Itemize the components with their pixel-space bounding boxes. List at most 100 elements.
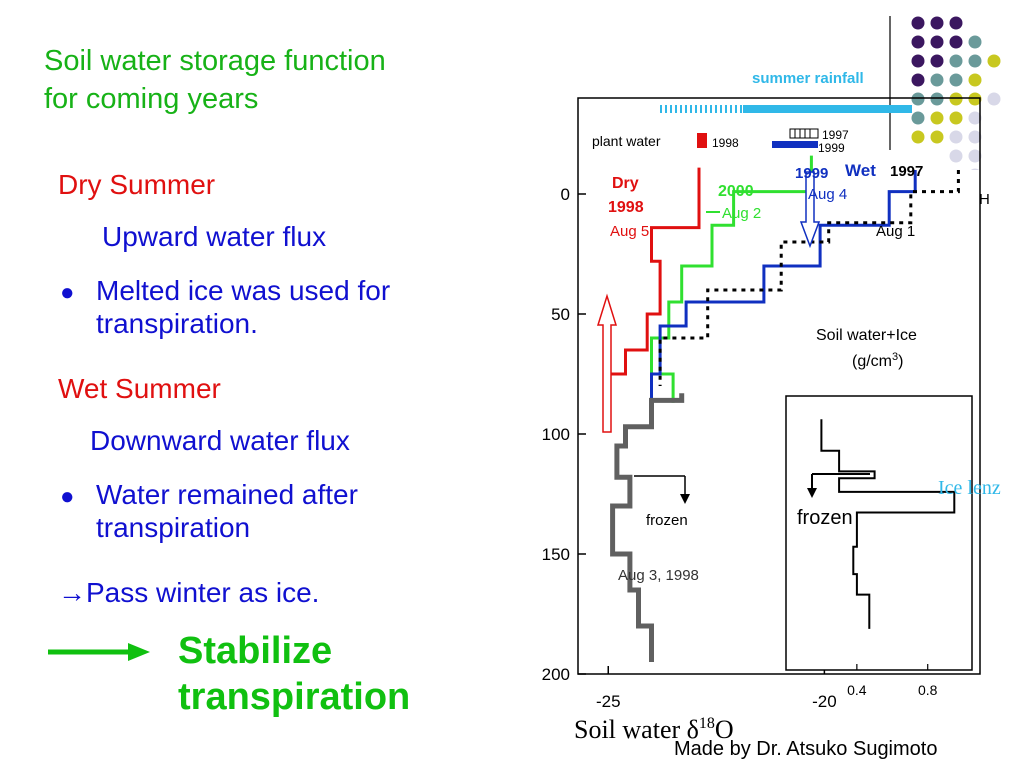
x-axis-delta: δ <box>687 715 699 744</box>
units-label: (g/cm3) <box>852 351 903 370</box>
wet-1997-label: 1997 <box>890 163 923 180</box>
inset-ice-profile-line <box>820 419 956 629</box>
plant-water-1998-label: 1998 <box>712 136 739 150</box>
decorative-dot <box>949 92 963 106</box>
decorative-dot <box>911 111 925 125</box>
x-axis-suffix: O <box>715 715 734 744</box>
stabilize-conclusion: Stabilize transpiration <box>178 628 410 720</box>
frozen-label: frozen <box>646 512 688 529</box>
decorative-dot <box>968 130 982 144</box>
decorative-dot <box>987 54 1001 68</box>
green-arrow-icon <box>48 643 150 661</box>
decorative-dot <box>930 54 944 68</box>
decorative-dot <box>968 92 982 106</box>
series-aug3-1998-line <box>610 393 685 662</box>
plot-frame <box>577 97 981 675</box>
dry-label: Dry <box>612 175 639 192</box>
upward-flux-text: Upward water flux <box>102 221 327 252</box>
decorative-dot <box>911 73 925 87</box>
decorative-dot-grid <box>911 16 1001 170</box>
conclusion-line-2: transpiration <box>178 676 411 718</box>
title-line-2: for coming years <box>44 83 259 115</box>
y-tick-label: 150 <box>542 545 570 564</box>
decorative-dot <box>911 35 925 49</box>
ice-lenz-label: Ice lenz <box>938 477 1001 499</box>
series-1997-line <box>658 170 960 386</box>
decorative-dot <box>949 130 963 144</box>
units-prefix: (g/cm <box>852 353 892 370</box>
pass-winter-label: Pass winter as ice. <box>86 577 320 608</box>
dry-summer-heading: Dry Summer <box>58 169 216 200</box>
melted-line-1: Melted ice was used for <box>96 275 391 306</box>
inset-frozen-label: frozen <box>797 507 853 529</box>
decorative-dot <box>968 54 982 68</box>
decorative-dot <box>930 130 944 144</box>
series-1999-line <box>650 170 917 403</box>
decorative-dot <box>949 149 963 163</box>
series-1998-line <box>606 167 701 406</box>
aug4-label: Aug 4 <box>808 186 847 203</box>
inset-frame <box>785 395 973 671</box>
decorative-dot <box>949 54 963 68</box>
aug3-label: Aug 3, 1998 <box>618 567 699 584</box>
series-2000-line <box>650 155 813 403</box>
x-tick-label: -20 <box>812 692 837 711</box>
water-remained-bullet: Water remained after transpiration <box>96 478 358 544</box>
x-tick-label: -25 <box>596 692 621 711</box>
decorative-dot <box>911 16 925 30</box>
y-tick-label: 0 <box>561 185 570 204</box>
right-arrow-icon: → <box>58 577 86 608</box>
decorative-dot <box>968 73 982 87</box>
upward-flux-arrow-icon <box>596 293 618 433</box>
plant-water-label: plant water <box>592 133 661 149</box>
decorative-dot <box>968 35 982 49</box>
page-title: Soil water storage function for coming y… <box>44 42 386 118</box>
wet-label: Wet <box>845 161 876 180</box>
conclusion-line-1: Stabilize <box>178 630 333 672</box>
decorative-dot <box>930 73 944 87</box>
summer-rainfall-label: summer rainfall <box>752 70 864 87</box>
melted-ice-bullet: Melted ice was used for transpiration. <box>96 274 390 340</box>
y-tick-label: 100 <box>542 425 570 444</box>
y-tick-label: 200 <box>542 665 570 684</box>
remained-line-1: Water remained after <box>96 479 358 510</box>
decorative-dot <box>930 111 944 125</box>
decorative-dot <box>911 130 925 144</box>
downward-flux-text: Downward water flux <box>90 425 350 456</box>
y-tick-label: 50 <box>551 305 570 324</box>
decorative-dot <box>970 168 980 170</box>
wet-1999-label: 1999 <box>795 165 828 182</box>
plant-water-1999-label: 1999 <box>818 141 845 155</box>
pass-winter-text: →Pass winter as ice. <box>58 576 319 609</box>
bullet-dot-2: ● <box>60 483 75 510</box>
h-label: H <box>979 191 990 208</box>
title-line-1: Soil water storage function <box>44 45 386 77</box>
x-axis-label: Soil water δ18O <box>574 715 734 744</box>
dry-year-label: 1998 <box>608 199 644 216</box>
plant-water-1997-marker <box>789 128 819 139</box>
decorative-dot <box>930 35 944 49</box>
decorative-dot <box>987 92 1001 106</box>
decorative-dot <box>930 16 944 30</box>
inset-frozen-arrow-icon <box>807 488 817 498</box>
series-2000-label: 2000 <box>718 183 754 200</box>
inset-x-tick-label: 0.4 <box>847 682 867 698</box>
plant-water-1999-marker <box>772 141 818 148</box>
x-axis-prefix: Soil water <box>574 715 687 744</box>
frozen-arrow-icon <box>680 494 690 504</box>
wet-summer-heading: Wet Summer <box>58 373 221 404</box>
plant-water-1998-marker <box>697 133 707 148</box>
aug2-label: Aug 2 <box>722 205 761 222</box>
decorative-dot <box>911 92 925 106</box>
remained-line-2: transpiration <box>96 512 251 543</box>
inset-x-tick-label: 0.8 <box>918 682 938 698</box>
plant-water-1997-label: 1997 <box>822 128 849 142</box>
decorative-dot <box>930 92 944 106</box>
decorative-dot <box>949 16 963 30</box>
aug1-label: Aug 1 <box>876 223 915 240</box>
decorative-dot <box>949 73 963 87</box>
dry-date-label: Aug 5 <box>610 223 649 240</box>
decorative-dot <box>968 149 982 163</box>
melted-line-2: transpiration. <box>96 308 258 339</box>
